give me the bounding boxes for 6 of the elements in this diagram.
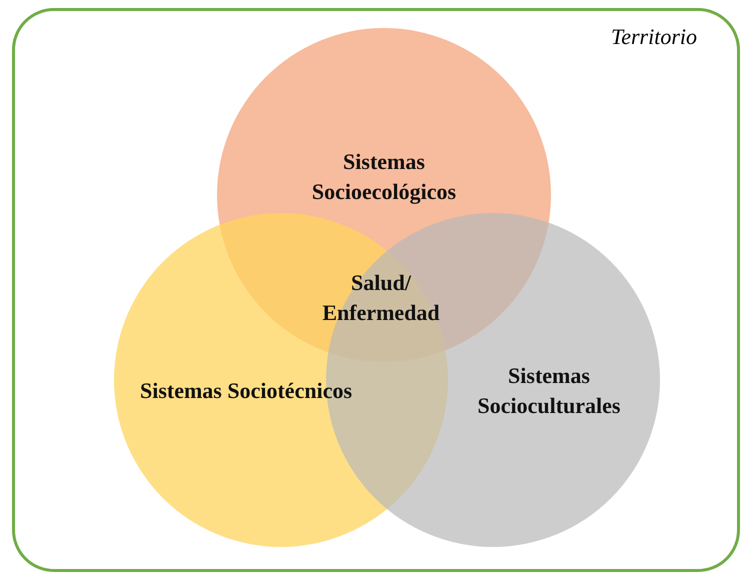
circle-label: Sistemas Socioecológicos [310,148,458,206]
circle-label: Sistemas Sociotécnicos [138,377,354,405]
territory-frame [12,8,740,572]
center-label: Salud/ Enfermedad [321,269,441,327]
circle-label: Sistemas Socioculturales [476,362,622,420]
frame-title: Territorio [610,24,697,50]
